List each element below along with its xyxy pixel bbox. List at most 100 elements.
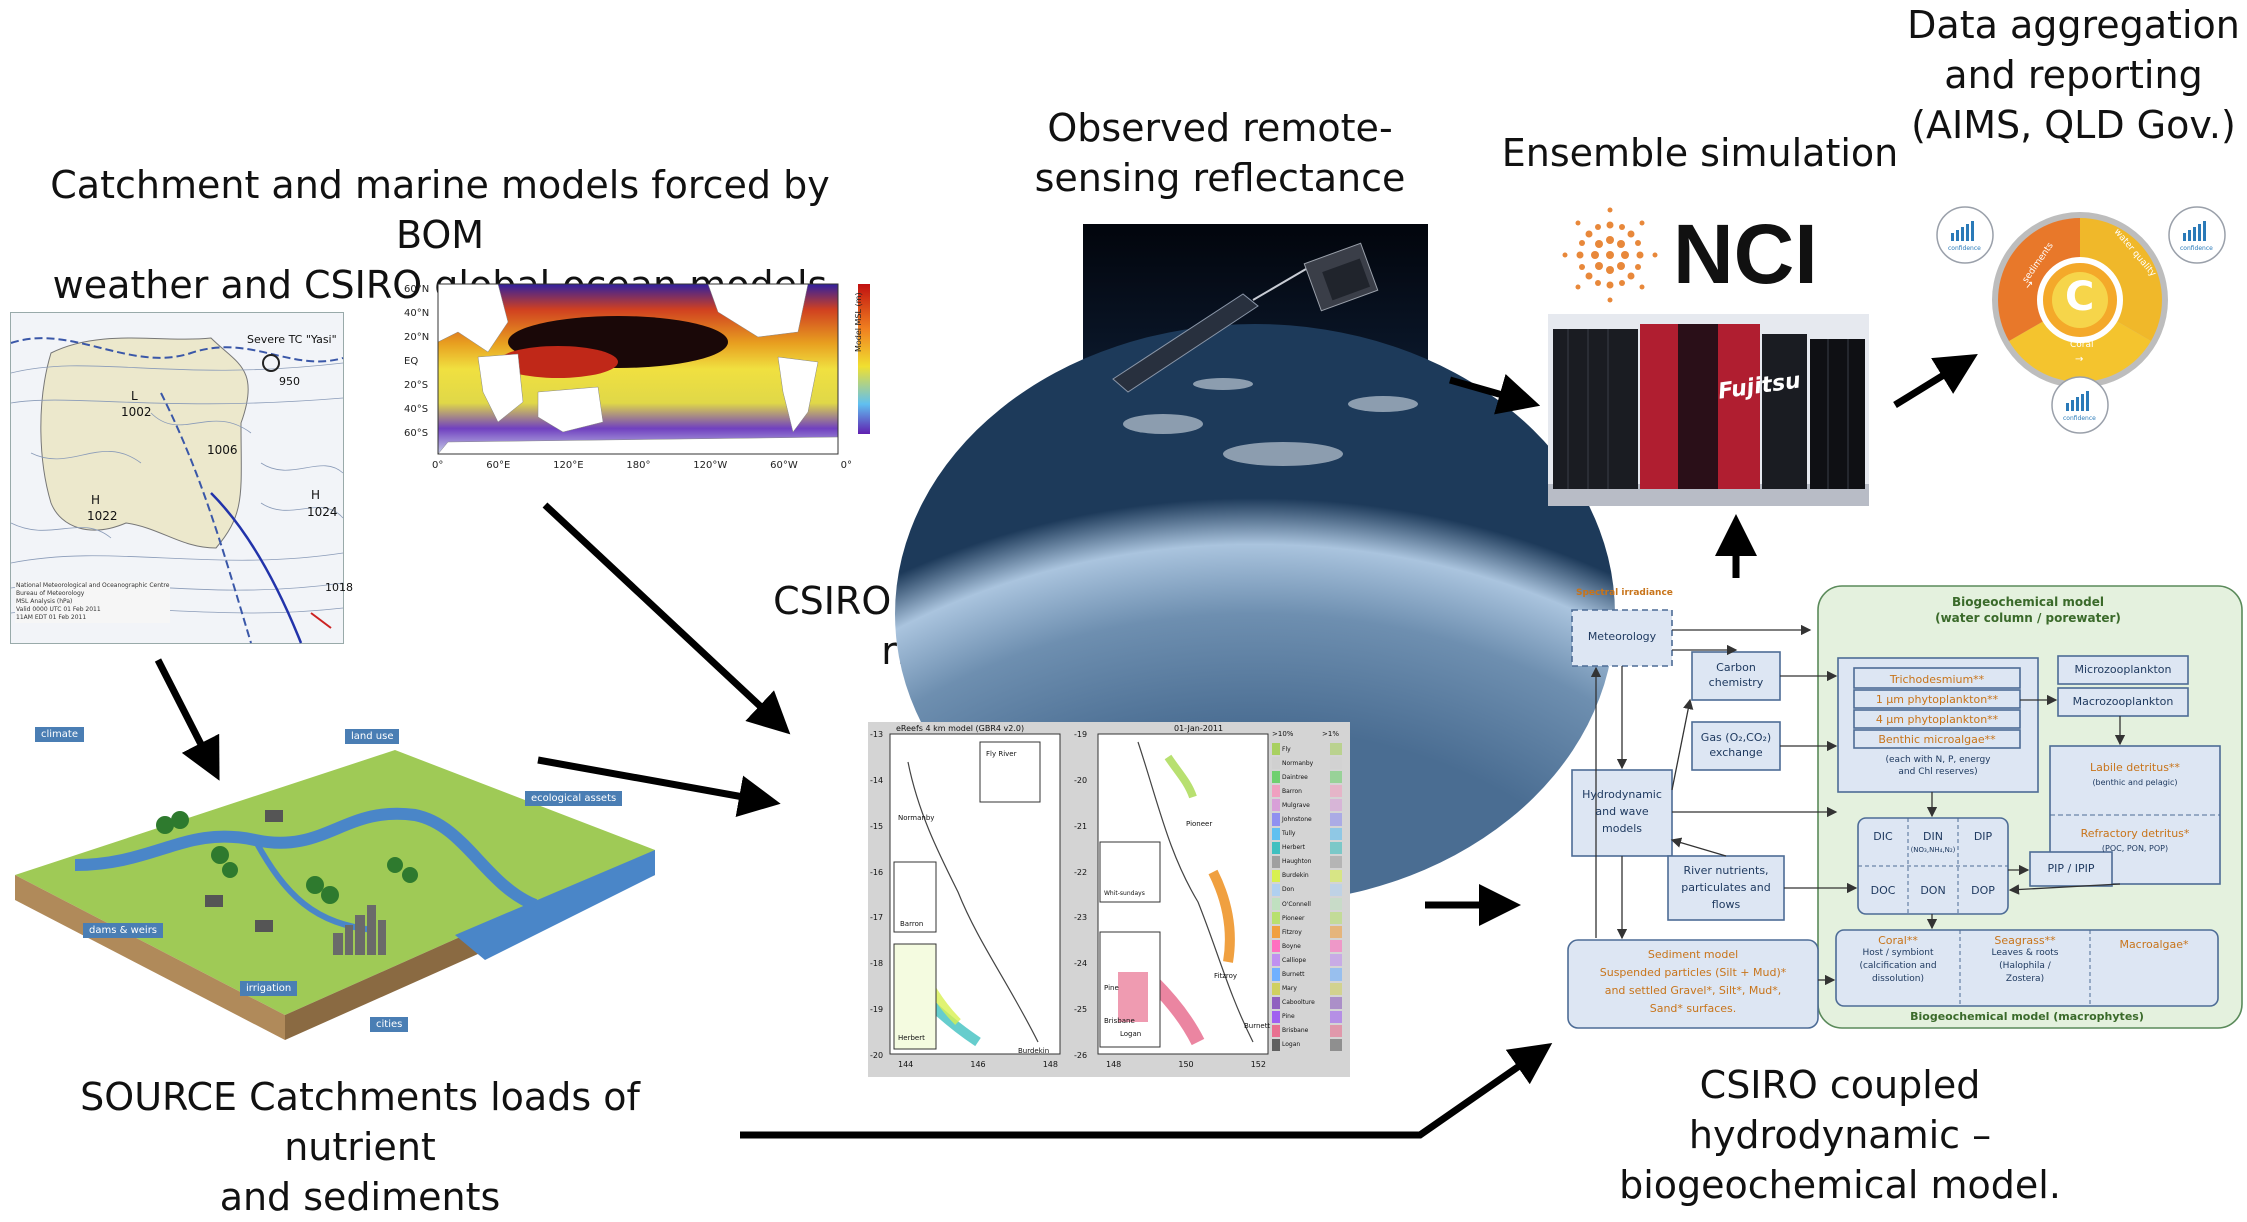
caption-line: biogeochemical model.: [1619, 1163, 2061, 1207]
y-tick: -14: [870, 775, 884, 785]
legend-row: Fly: [1272, 742, 1346, 756]
macrophytes-group: [1835, 929, 2219, 1007]
reporting-label: Coral: [2070, 340, 2094, 350]
pressure-label: 950: [279, 375, 300, 388]
confidence-label: confidence: [2180, 245, 2213, 252]
catchment-illustration: climate land use ecological assets dams …: [15, 715, 655, 1040]
legend-swatch: [1272, 968, 1280, 981]
text-line: Refractory detritus*: [2080, 827, 2190, 840]
legend-row: Burnett: [1272, 967, 1346, 981]
legend-swatch: [1272, 912, 1280, 925]
caption-line: CSIRO coupled hydrodynamic –: [1688, 1063, 1992, 1157]
pip-label: PIP / IPIP: [2047, 862, 2095, 875]
sediment-box: [1567, 939, 1819, 1029]
text-line: 4 μm phytoplankton**: [1875, 713, 1999, 726]
legend-row: Burdekin: [1272, 869, 1346, 883]
caption-aggregation: Data aggregation and reporting (AIMS, QL…: [1900, 0, 2247, 150]
nutrient-DIC: DIC: [1873, 830, 1893, 843]
legend-swatch: [1330, 1024, 1342, 1037]
lon-label: 0°: [840, 460, 852, 471]
micro-label: Microzooplankton: [2074, 663, 2172, 676]
satellite-image: [895, 224, 1615, 904]
ocean-map-graphic: [437, 283, 870, 455]
legend-row: Fitzroy: [1272, 925, 1346, 939]
text-line: and settled Gravel*, Silt*, Mud*,: [1604, 984, 1782, 997]
footer-line: Valid 0000 UTC 01 Feb 2011: [16, 606, 101, 613]
legend-row: Pine: [1272, 1010, 1346, 1024]
legend-label: O'Connell: [1282, 900, 1311, 908]
legend-row: Mary: [1272, 982, 1346, 996]
legend-row: Pioneer: [1272, 911, 1346, 925]
text-line: Biogeochemical model: [1952, 595, 2104, 609]
y-tick: -24: [1074, 959, 1088, 969]
legend-swatch: [1330, 883, 1342, 896]
legend-swatch: [1272, 926, 1280, 939]
text-line: (calcification and: [1859, 961, 1937, 971]
catchment-label: dams & weirs: [83, 923, 164, 938]
legend-label: Mulgrave: [1282, 801, 1310, 809]
lat-label: 40°N: [404, 308, 430, 319]
legend-label: Fly: [1282, 745, 1291, 753]
lat-labels: 60°N 40°N 20°N EQ 20°S 40°S 60°S: [404, 278, 429, 446]
y-tick: -20: [870, 1050, 884, 1060]
y-tick: -23: [1074, 913, 1088, 923]
legend-swatch: [1330, 827, 1342, 840]
legend-row: Daintree: [1272, 770, 1346, 784]
weather-map-graphic: [10, 313, 344, 644]
lon-label: 180°: [626, 460, 651, 471]
legend-swatch: [1272, 757, 1280, 770]
legend-head: >10%: [1272, 730, 1294, 738]
legend-head: >1%: [1322, 730, 1339, 738]
legend-label: Burnett: [1282, 970, 1305, 978]
reporting-graphic: → → C sediments water quality Coral conf…: [1915, 200, 2240, 435]
text-line: (water column / porewater): [1935, 611, 2121, 625]
nutrient-DIP: DIP: [1973, 830, 1993, 843]
legend-label: Caboolture: [1282, 999, 1315, 1007]
legend-swatch: [1272, 799, 1280, 812]
footer-line: Bureau of Meteorology: [16, 590, 85, 597]
labile-label: Labile detritus**(benthic and pelagic): [2050, 760, 2220, 790]
x-tick: 148: [1042, 1060, 1058, 1069]
satellite-graphic: [895, 224, 1615, 904]
reporting-wheel-graphic: → →: [1936, 206, 2226, 434]
refractory-label: Refractory detritus*(POC, PON, POP): [2050, 826, 2220, 856]
legend-swatch: [1330, 813, 1342, 826]
x-tick: 148: [1106, 1060, 1122, 1069]
text-line: Suspended particles (Silt + Mud)*: [1599, 966, 1787, 979]
lon-label: 60°E: [486, 460, 511, 471]
macro-box: [2057, 687, 2189, 717]
x-tick: 152: [1250, 1060, 1266, 1069]
caption-line: SOURCE Catchments loads of nutrient: [80, 1075, 640, 1169]
y-tick: -19: [1074, 730, 1088, 739]
lat-label: 40°S: [404, 404, 429, 415]
legend-swatch: [1272, 855, 1280, 868]
text-line: Sand* surfaces.: [1649, 1002, 1737, 1015]
macrophyte-title: Biogeochemical model (macrophytes): [1910, 1010, 2144, 1023]
catchment-label: land use: [345, 729, 400, 744]
nutrient-DIN-note: (NO₃,NH₄,N₂): [1910, 846, 1956, 854]
legend-label: Pine: [1282, 1013, 1295, 1021]
text-line: 1 μm phytoplankton**: [1875, 693, 1999, 706]
caption-line: Observed remote-: [1047, 106, 1393, 150]
text-line: particulates and: [1681, 881, 1771, 894]
legend-label: Daintree: [1282, 773, 1308, 781]
place-label: Herbert: [898, 1034, 925, 1042]
caption-source-catchments: SOURCE Catchments loads of nutrient and …: [10, 1072, 710, 1222]
ereefs-map-graphic: [868, 722, 1350, 1077]
place-label: Fitzroy: [1214, 972, 1238, 980]
lat-label: 20°S: [404, 380, 429, 391]
legend-swatch: [1272, 1038, 1280, 1051]
legend-label: Boyne: [1282, 942, 1301, 950]
text-line: Seagrass**: [1994, 934, 2056, 947]
nutrient-DON: DON: [1920, 884, 1946, 897]
place-label: Pioneer: [1186, 820, 1213, 828]
text-line: and Chl reserves): [1898, 767, 1978, 777]
catchment-label: cities: [370, 1017, 409, 1032]
spectral-label: Spectral irradiance: [1576, 588, 1673, 598]
place-label: Brisbane: [1104, 1017, 1135, 1025]
legend-swatch: [1330, 996, 1342, 1009]
